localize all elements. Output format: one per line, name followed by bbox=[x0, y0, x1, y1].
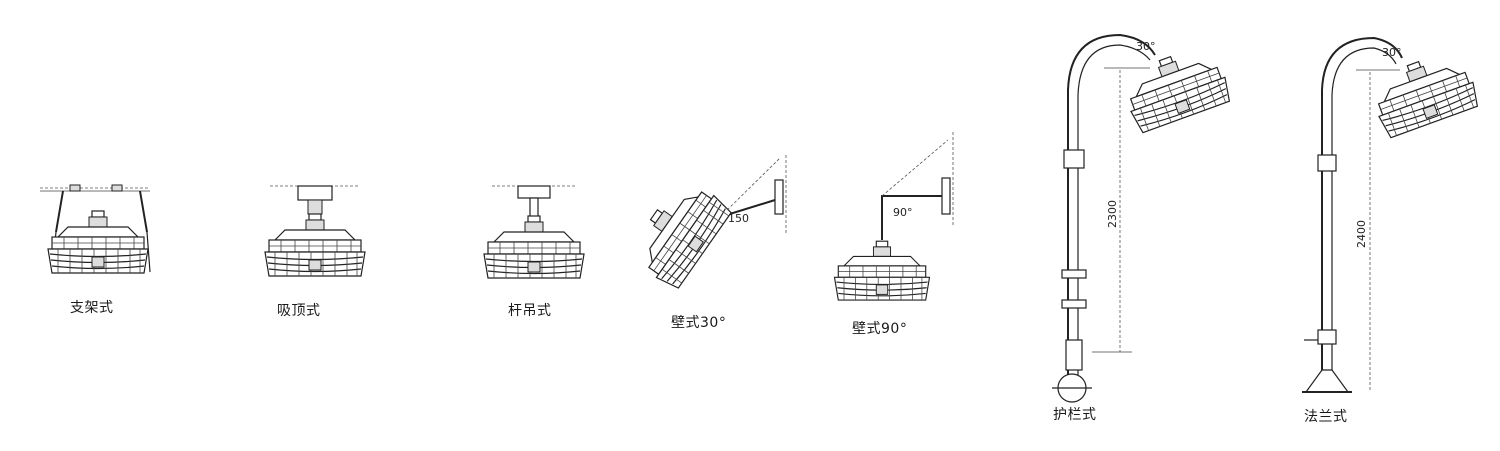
guardrail-angle-label: 30° bbox=[1136, 40, 1156, 53]
ceiling-mount-drawing bbox=[264, 185, 366, 277]
guardrail-mount-drawing: 2300 30° bbox=[1052, 33, 1234, 403]
bracket-mount-drawing bbox=[40, 184, 151, 274]
flange-height-label: 2400 bbox=[1355, 220, 1368, 248]
caption-flange: 法兰式 bbox=[1304, 409, 1348, 425]
wall30-mount-drawing: 150 bbox=[624, 155, 787, 292]
caption-bracket: 支架式 bbox=[70, 300, 114, 316]
caption-wall30: 壁式30° bbox=[671, 315, 727, 331]
caption-wall90: 壁式90° bbox=[852, 321, 908, 337]
caption-pendant: 杆吊式 bbox=[508, 303, 552, 319]
caption-ceiling: 吸顶式 bbox=[277, 303, 321, 319]
wall90-mount-drawing: 90° bbox=[833, 132, 954, 301]
wall90-angle-label: 90° bbox=[893, 206, 913, 219]
guardrail-height-label: 2300 bbox=[1106, 200, 1119, 228]
flange-mount-drawing: 2400 30° bbox=[1302, 36, 1482, 393]
wall30-angle-label: 150 bbox=[728, 212, 749, 225]
caption-guardrail: 护栏式 bbox=[1053, 407, 1097, 423]
flange-angle-label: 30° bbox=[1382, 46, 1402, 59]
pendant-mount-drawing bbox=[483, 185, 585, 279]
